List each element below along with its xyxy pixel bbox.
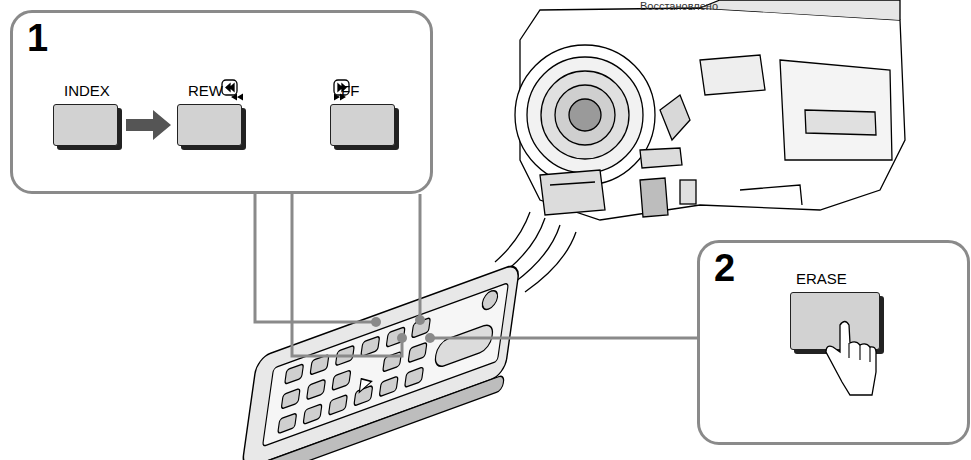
flow-arrow — [126, 110, 171, 140]
button-label: FF — [341, 82, 359, 99]
index-button: INDEX — [53, 104, 118, 146]
button-label: INDEX — [64, 82, 110, 99]
ff-button: FF — [330, 104, 395, 146]
button-label: REW — [188, 82, 223, 99]
button-label: ERASE — [796, 270, 847, 287]
step-panel: 2ERASE — [697, 240, 970, 445]
erase-button: ERASE — [790, 292, 880, 350]
caption-fragment: Восстановлено — [640, 0, 718, 12]
step-panel: 1INDEX REW FF — [10, 10, 433, 194]
step-number: 1 — [27, 17, 48, 60]
step-number: 2 — [714, 247, 735, 290]
rew-button: REW — [177, 104, 242, 146]
